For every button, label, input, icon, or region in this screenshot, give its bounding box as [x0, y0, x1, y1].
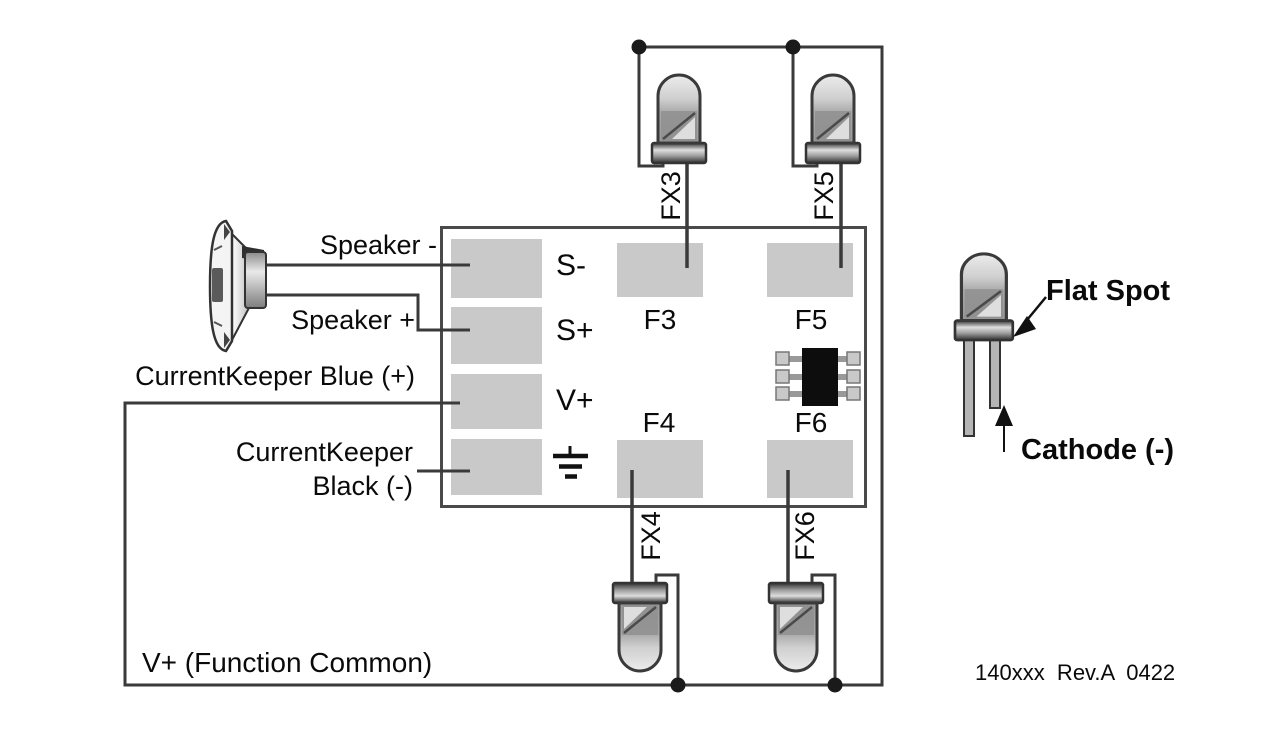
- pad-label-f6: F6: [794, 407, 828, 438]
- speaker-plus-label: Speaker +: [291, 305, 415, 335]
- led-label-fx6: FX6: [790, 511, 821, 561]
- currentkeeper-black-label-line2: Black (-): [312, 471, 414, 501]
- currentkeeper-black-label-line1: CurrentKeeper: [235, 437, 413, 467]
- led-label-fx5: FX5: [809, 171, 840, 221]
- cathode-arrow-icon: [995, 405, 1013, 452]
- led-label-fx4: FX4: [636, 511, 667, 561]
- led-fx5-icon: [804, 73, 862, 165]
- cathode-label: Cathode (-): [1021, 434, 1175, 466]
- function-common-label: V+ (Function Common): [142, 647, 433, 678]
- currentkeeper-blue-label: CurrentKeeper Blue (+): [135, 361, 415, 391]
- flat-spot-label: Flat Spot: [1046, 275, 1171, 307]
- pad-speaker-plus: [451, 307, 542, 364]
- pad-speaker-minus: [451, 239, 542, 298]
- speaker-minus-label: Speaker -: [319, 230, 437, 260]
- pad-label-s-plus: S+: [556, 314, 594, 347]
- pad-f6: [767, 440, 853, 498]
- junction-dot-icon: [631, 39, 647, 55]
- speaker-icon: [208, 219, 267, 353]
- pad-label-f4: F4: [642, 407, 676, 438]
- pad-label-f5: F5: [794, 304, 828, 335]
- ground-symbol-icon: [553, 446, 588, 479]
- led-detail-icon: [953, 252, 1015, 342]
- led-detail: [953, 252, 1015, 437]
- junction-dot-icon: [785, 39, 801, 55]
- led-fx4-icon: [611, 581, 669, 673]
- pad-ground: [451, 439, 542, 495]
- led-anode-leg: [963, 335, 975, 437]
- led-label-fx3: FX3: [656, 171, 687, 221]
- pad-f5: [767, 243, 853, 297]
- led-fx3-icon: [650, 73, 708, 165]
- led-cathode-leg: [989, 335, 1001, 409]
- junction-dot-icon: [670, 677, 686, 693]
- flat-spot-arrow-icon: [1013, 296, 1047, 337]
- wire-v-common-loop: [123, 45, 884, 687]
- led-fx6-icon: [767, 581, 825, 673]
- pad-label-f3: F3: [643, 304, 677, 335]
- part-number-revision: 140xxx Rev.A 0422: [975, 660, 1176, 685]
- junction-dot-icon: [827, 677, 843, 693]
- ic-chip-icon: [775, 348, 861, 406]
- pad-label-s-minus: S-: [556, 249, 586, 282]
- pad-label-v-plus: V+: [556, 384, 594, 417]
- wire-speaker-plus: [258, 293, 470, 332]
- pad-v-plus: [451, 374, 542, 429]
